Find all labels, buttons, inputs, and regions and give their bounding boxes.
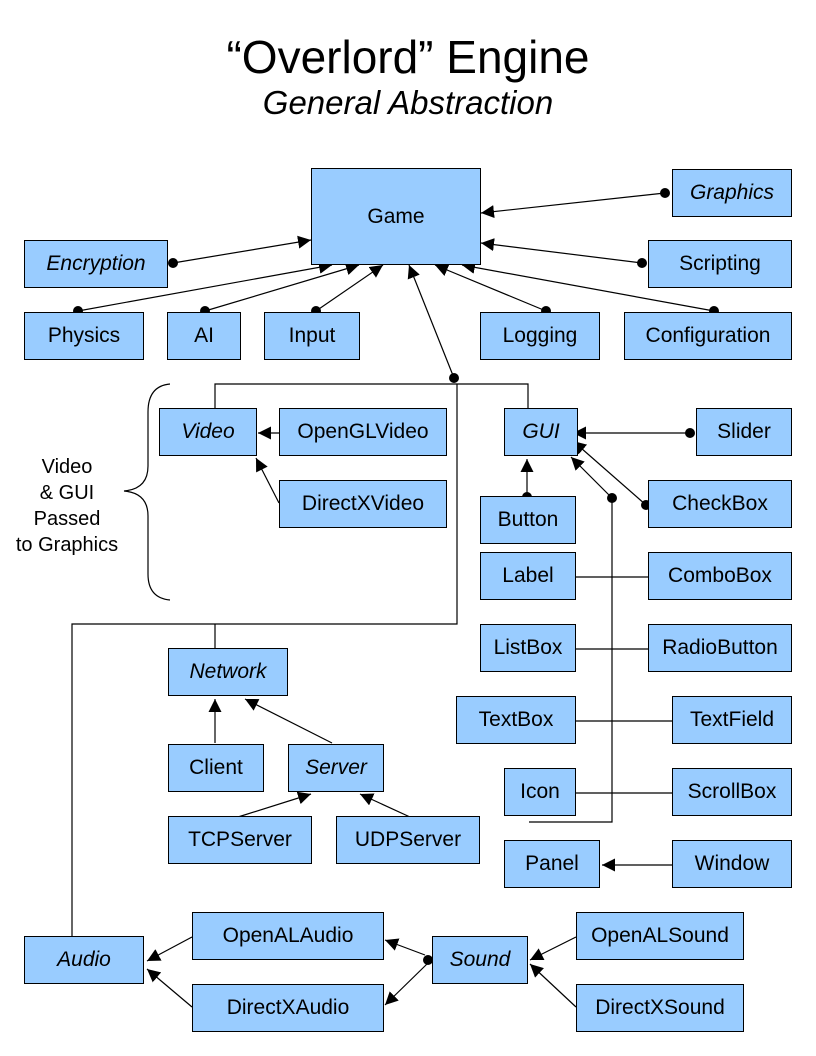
- edge-sound-openalaudio: [384, 938, 426, 956]
- edge-directxvideo-video: [255, 457, 280, 504]
- node-video: Video: [159, 408, 257, 456]
- node-slider: Slider: [696, 408, 792, 456]
- node-opengl-video: OpenGLVideo: [279, 408, 447, 456]
- node-scrollbox: ScrollBox: [672, 768, 792, 816]
- dot-graphics: [660, 188, 670, 198]
- node-window: Window: [672, 840, 792, 888]
- note-video-gui: Video & GUI Passed to Graphics: [0, 454, 134, 558]
- edge-udpserver-server: [359, 793, 411, 818]
- node-panel: Panel: [504, 840, 600, 888]
- edge-server-network: [244, 698, 333, 744]
- node-graphics: Graphics: [672, 169, 792, 217]
- dot-encryption: [168, 258, 178, 268]
- edge-configuration-game: [461, 260, 715, 312]
- note-line-2: & GUI: [39, 482, 95, 504]
- node-listbox: ListBox: [480, 624, 576, 672]
- edge-openalaudio-audio: [146, 936, 193, 962]
- edge-graphics-game: [480, 192, 666, 219]
- edge-directxsound-sound: [529, 963, 577, 1008]
- note-line-1: Video: [41, 456, 93, 478]
- edge-logging-game: [434, 263, 547, 312]
- note-line-4: to Graphics: [15, 534, 119, 556]
- node-textfield: TextField: [672, 696, 792, 744]
- edge-sound-directxaudio: [384, 963, 428, 1006]
- edge-checkbox-gui: [572, 440, 647, 506]
- node-checkbox: CheckBox: [648, 480, 792, 528]
- node-openal-sound: OpenALSound: [576, 912, 744, 960]
- node-audio: Audio: [24, 936, 144, 984]
- node-logging: Logging: [480, 312, 600, 360]
- dot-scripting: [637, 258, 647, 268]
- node-configuration: Configuration: [624, 312, 792, 360]
- node-ai: AI: [167, 312, 241, 360]
- edge-physics-game: [77, 260, 333, 312]
- node-radiobutton: RadioButton: [648, 624, 792, 672]
- note-line-3: Passed: [33, 508, 101, 530]
- node-udp-server: UDPServer: [336, 816, 480, 864]
- edge-input-game: [315, 264, 384, 312]
- edge-encryption-game: [172, 235, 312, 264]
- edge-directxaudio-audio: [146, 968, 193, 1008]
- diagram-title: “Overlord” Engine: [226, 31, 590, 83]
- diagram-subtitle: General Abstraction: [262, 84, 554, 121]
- dot-panel: [607, 493, 617, 503]
- node-game: Game: [311, 168, 481, 265]
- dot-bus: [449, 373, 459, 383]
- node-sound: Sound: [432, 936, 528, 984]
- edge-tcpserver-server: [237, 791, 312, 818]
- dot-slider: [685, 428, 695, 438]
- dot-sound: [423, 955, 433, 965]
- edge-bus-game: [407, 264, 455, 379]
- node-directx-video: DirectXVideo: [279, 480, 447, 528]
- node-client: Client: [168, 744, 264, 792]
- node-input: Input: [264, 312, 360, 360]
- node-textbox: TextBox: [456, 696, 576, 744]
- edge-panel-gui: [570, 456, 613, 499]
- edge-panel-trunk: [529, 498, 613, 823]
- node-icon: Icon: [504, 768, 576, 816]
- brace: [123, 383, 171, 601]
- node-tcp-server: TCPServer: [168, 816, 312, 864]
- node-directx-sound: DirectXSound: [576, 984, 744, 1032]
- node-scripting: Scripting: [648, 240, 792, 288]
- node-gui: GUI: [504, 408, 578, 456]
- edge-scripting-game: [480, 238, 643, 264]
- node-label: Label: [480, 552, 576, 600]
- node-button: Button: [480, 496, 576, 544]
- node-directx-audio: DirectXAudio: [192, 984, 384, 1032]
- edge-openalsound-sound: [529, 936, 577, 961]
- node-combobox: ComboBox: [648, 552, 792, 600]
- node-server: Server: [288, 744, 384, 792]
- edge-ai-game: [204, 262, 360, 312]
- node-encryption: Encryption: [24, 240, 168, 288]
- bus-video-gui: [214, 383, 529, 408]
- node-network: Network: [168, 648, 288, 696]
- node-openal-audio: OpenALAudio: [192, 912, 384, 960]
- node-physics: Physics: [24, 312, 144, 360]
- bus-audio: [71, 384, 458, 936]
